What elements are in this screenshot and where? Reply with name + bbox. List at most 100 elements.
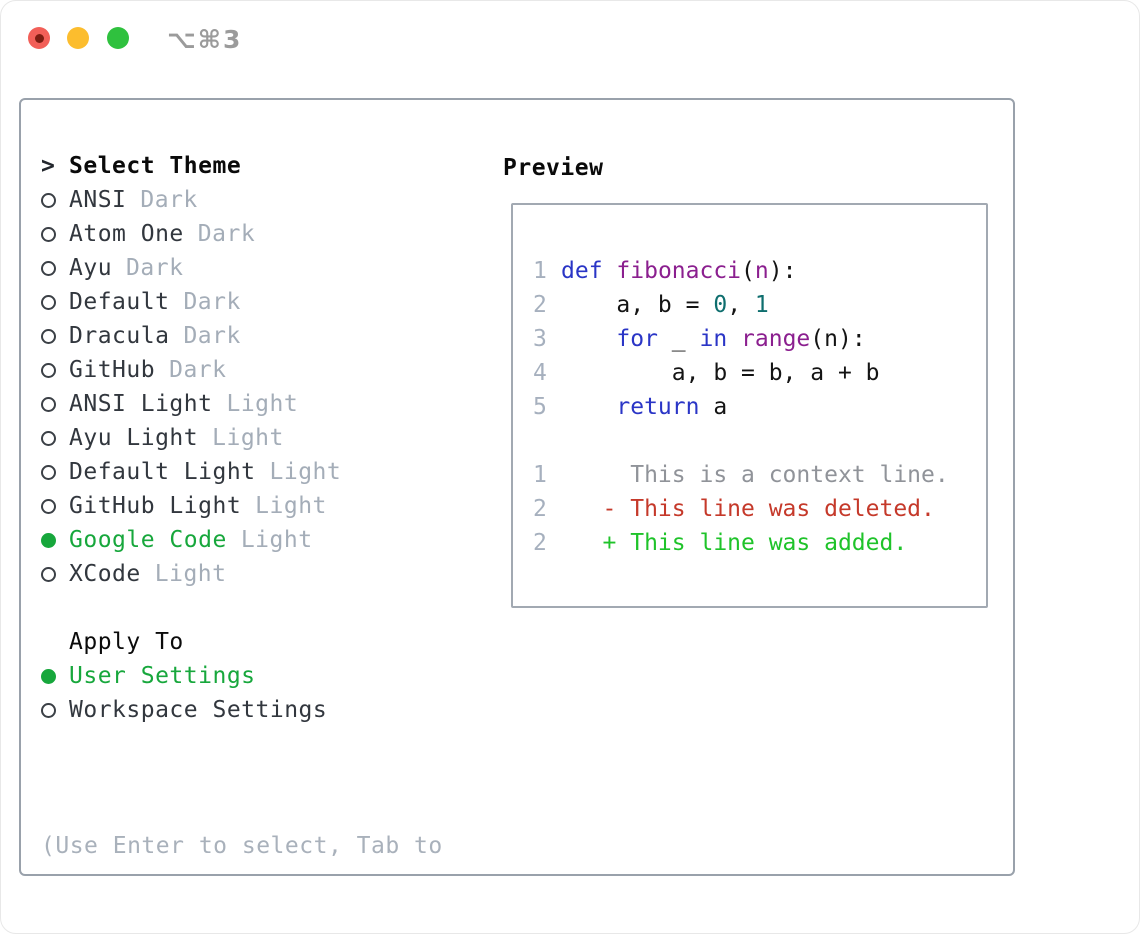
theme-variant-tag: Light [269, 459, 342, 485]
code-token [727, 326, 741, 352]
theme-name: GitHub [69, 357, 156, 383]
theme-name: Dracula [69, 323, 170, 349]
code-token: a [699, 394, 728, 420]
code-line [533, 424, 986, 458]
theme-option[interactable]: ANSI Dark [41, 183, 443, 217]
theme-name: XCode [69, 561, 141, 587]
radio-icon [41, 498, 69, 514]
apply-to-option[interactable]: User Settings [41, 659, 443, 693]
code-token: a, b = [561, 292, 714, 318]
theme-variant-tag: Dark [183, 289, 241, 315]
code-token: 1 [754, 292, 769, 318]
code-token: in [699, 326, 728, 352]
line-number: 1 [533, 258, 547, 284]
unsaved-dot-icon [34, 33, 44, 43]
theme-name: Google Code [69, 527, 227, 553]
apply-to-option[interactable]: Workspace Settings [41, 693, 443, 727]
radio-icon [41, 294, 69, 310]
code-token: (n): [810, 326, 866, 352]
radio-icon [41, 260, 69, 276]
code-token: fibonacci [616, 258, 742, 284]
theme-name: ANSI Light [69, 391, 213, 417]
code-token: - This line was deleted. [561, 496, 935, 522]
theme-option[interactable]: Default Light Light [41, 455, 443, 489]
code-token [561, 326, 616, 352]
theme-option[interactable]: ANSI Light Light [41, 387, 443, 421]
code-line: 5 return a [533, 390, 986, 424]
theme-variant-tag: Light [154, 561, 227, 587]
radio-icon [41, 396, 69, 412]
code-line: 4 a, b = b, a + b [533, 356, 986, 390]
keyboard-hint: (Use Enter to select, Tab to change focu… [41, 761, 443, 933]
minimize-button[interactable] [67, 27, 89, 49]
window-title: ⌥⌘3 [167, 25, 243, 54]
radio-icon [41, 192, 69, 208]
maximize-button[interactable] [107, 27, 129, 49]
code-token: 0 [713, 292, 728, 318]
code-line: 2 - This line was deleted. [533, 492, 986, 526]
apply-target-name: User Settings [69, 663, 256, 689]
theme-variant-tag: Dark [183, 323, 241, 349]
theme-name: Atom One [69, 221, 184, 247]
select-theme-title: Select Theme [69, 153, 242, 179]
theme-name: Ayu [69, 255, 113, 281]
radio-icon [41, 362, 69, 378]
radio-icon [41, 464, 69, 480]
code-line: 1 This is a context line. [533, 458, 986, 492]
theme-option[interactable]: Ayu Dark [41, 251, 443, 285]
apply-target-name: Workspace Settings [69, 697, 328, 723]
preview-title: Preview [503, 155, 604, 181]
theme-option[interactable]: Dracula Dark [41, 319, 443, 353]
code-token: ( [741, 258, 755, 284]
radio-selected-icon [41, 532, 69, 548]
close-button[interactable] [28, 27, 50, 49]
code-token: return [616, 394, 700, 420]
code-token: _ [657, 326, 700, 352]
spacer [41, 591, 443, 625]
code-token [561, 394, 616, 420]
radio-icon [41, 328, 69, 344]
code-line: 3 for _ in range(n): [533, 322, 986, 356]
theme-variant-tag: Dark [126, 255, 184, 281]
theme-variant-tag: Dark [169, 357, 227, 383]
spacer [41, 727, 443, 761]
code-token: a, b = b, a + b [561, 360, 880, 386]
code-token: range [741, 326, 811, 352]
theme-name: ANSI [69, 187, 127, 213]
hint-line-1: (Use Enter to select, Tab to [41, 833, 443, 859]
radio-selected-icon [41, 668, 69, 684]
line-number: 2 [533, 496, 547, 522]
code-line: 2 a, b = 0, 1 [533, 288, 986, 322]
radio-icon [41, 566, 69, 582]
theme-name: Default [69, 289, 170, 315]
code-token [603, 258, 617, 284]
line-number: 3 [533, 326, 547, 352]
radio-icon [41, 226, 69, 242]
line-number: 4 [533, 360, 547, 386]
line-number: 1 [533, 462, 547, 488]
theme-option[interactable]: XCode Light [41, 557, 443, 591]
code-token: for [616, 326, 658, 352]
theme-name: Default Light [69, 459, 256, 485]
radio-icon [41, 430, 69, 446]
theme-variant-tag: Light [255, 493, 327, 519]
code-token: ): [768, 258, 797, 284]
code-token: n [754, 258, 769, 284]
theme-variant-tag: Light [226, 391, 299, 417]
theme-option[interactable]: GitHub Dark [41, 353, 443, 387]
theme-option[interactable]: Default Dark [41, 285, 443, 319]
theme-variant-tag: Light [212, 425, 284, 451]
theme-variant-tag: Dark [140, 187, 198, 213]
code-token: , [727, 292, 755, 318]
